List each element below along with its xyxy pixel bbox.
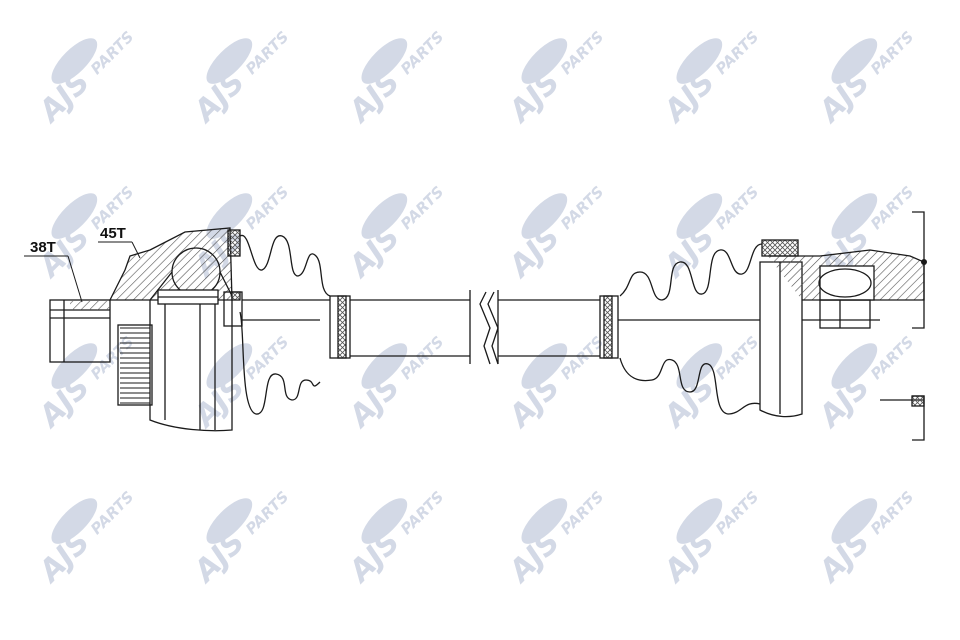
callout-45t: 45T — [98, 225, 141, 259]
break-mark — [479, 291, 491, 365]
svg-text:PARTS: PARTS — [397, 28, 447, 78]
svg-text:AJS: AJS — [811, 525, 877, 591]
svg-text:AJS: AJS — [811, 65, 877, 131]
svg-text:AJS: AJS — [656, 65, 722, 131]
outer-cv-joint — [49, 227, 243, 432]
svg-text:PARTS: PARTS — [867, 28, 917, 78]
svg-text:AJS: AJS — [31, 370, 97, 436]
flange-upper — [912, 211, 925, 329]
svg-text:PARTS: PARTS — [867, 488, 917, 538]
svg-text:AJS: AJS — [501, 65, 567, 131]
svg-text:PARTS: PARTS — [242, 488, 292, 538]
svg-text:PARTS: PARTS — [557, 28, 607, 78]
svg-text:AJS: AJS — [341, 370, 407, 436]
svg-text:PARTS: PARTS — [397, 488, 447, 538]
svg-text:AJS: AJS — [501, 220, 567, 286]
svg-text:AJS: AJS — [341, 220, 407, 286]
svg-text:PARTS: PARTS — [557, 488, 607, 538]
stub-axle — [49, 299, 111, 363]
svg-text:PARTS: PARTS — [242, 333, 292, 383]
label-38t: 38T — [30, 239, 56, 256]
svg-text:AJS: AJS — [186, 525, 252, 591]
tripod-roller — [818, 268, 872, 298]
boot-clamp-right — [761, 239, 799, 257]
svg-text:AJS: AJS — [501, 525, 567, 591]
svg-text:PARTS: PARTS — [712, 183, 762, 233]
svg-text:PARTS: PARTS — [397, 183, 447, 233]
svg-text:AJS: AJS — [501, 370, 567, 436]
svg-text:AJS: AJS — [811, 370, 877, 436]
label-45t: 45T — [100, 225, 126, 242]
svg-text:AJS: AJS — [31, 525, 97, 591]
svg-text:AJS: AJS — [656, 370, 722, 436]
svg-text:AJS: AJS — [186, 370, 252, 436]
bell-housing — [149, 300, 233, 432]
svg-text:PARTS: PARTS — [867, 333, 917, 383]
inner-cv-joint — [759, 211, 927, 441]
svg-text:AJS: AJS — [656, 525, 722, 591]
svg-text:AJS: AJS — [341, 525, 407, 591]
svg-text:PARTS: PARTS — [397, 333, 447, 383]
callout-38t: 38T — [24, 239, 83, 303]
abs-ring — [117, 324, 153, 406]
boot-clamp-outer — [227, 229, 241, 257]
svg-text:AJS: AJS — [656, 220, 722, 286]
inner-boot — [618, 243, 763, 415]
svg-text:AJS: AJS — [186, 65, 252, 131]
svg-text:AJS: AJS — [341, 65, 407, 131]
bell-housing-section — [108, 227, 233, 301]
svg-text:PARTS: PARTS — [87, 28, 137, 78]
tripod-housing — [759, 261, 803, 418]
svg-text:AJS: AJS — [31, 65, 97, 131]
outer-boot — [239, 235, 331, 415]
svg-text:PARTS: PARTS — [87, 488, 137, 538]
svg-text:PARTS: PARTS — [557, 183, 607, 233]
svg-text:PARTS: PARTS — [712, 333, 762, 383]
svg-text:PARTS: PARTS — [242, 28, 292, 78]
svg-text:PARTS: PARTS — [242, 183, 292, 233]
axle-shaft — [329, 290, 619, 365]
svg-text:PARTS: PARTS — [712, 28, 762, 78]
svg-text:PARTS: PARTS — [867, 183, 917, 233]
tripod-spider — [819, 299, 871, 329]
svg-text:PARTS: PARTS — [712, 488, 762, 538]
